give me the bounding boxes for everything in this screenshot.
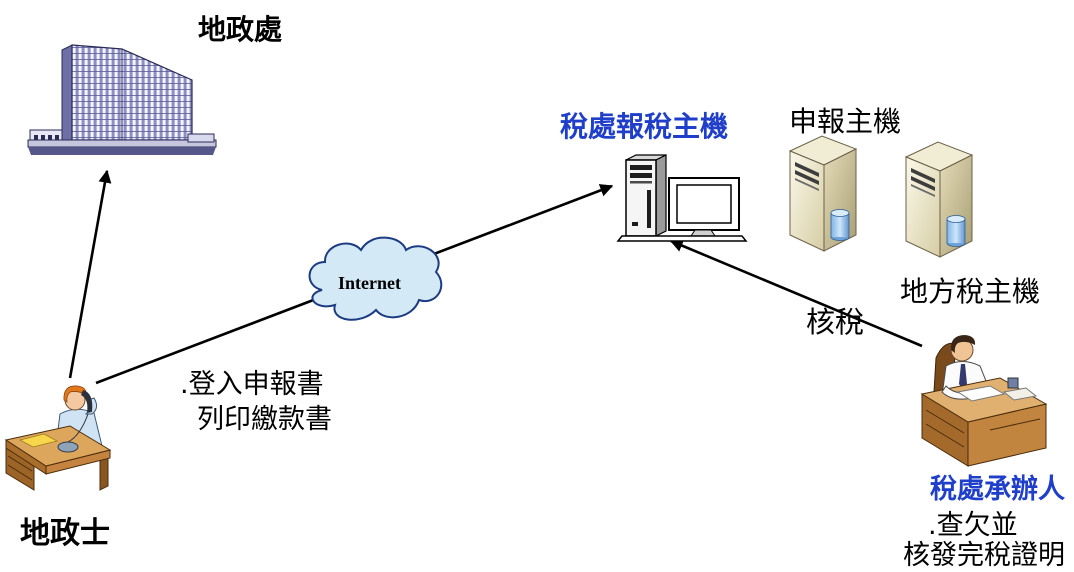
tax-host-label: 稅處報稅主機	[560, 110, 729, 143]
internet-label: Internet	[338, 273, 401, 293]
agent-action-print-label: 列印繳款書	[197, 404, 332, 435]
land-office-label: 地政處	[198, 13, 283, 46]
person-on-phone-icon	[4, 385, 112, 491]
cloud-icon	[308, 236, 443, 321]
agent-action-login-label: .登入申報書	[180, 369, 324, 400]
review-arrow-label: 核稅	[806, 305, 865, 339]
filing-server-label: 申報主機	[789, 105, 902, 138]
officer-action-certificate-label: 核發完稅證明	[903, 540, 1065, 571]
officer-action-check-label: .查欠並	[928, 510, 1018, 541]
filing-server-icon	[789, 135, 857, 252]
desktop-computer-icon	[616, 154, 748, 242]
office-building-icon	[27, 44, 217, 155]
arrow-agent-to-land-office	[68, 169, 112, 379]
clerk-at-desk-icon	[920, 335, 1048, 467]
land-agent-label: 地政士	[20, 516, 110, 551]
arrow-officer-to-tax-host	[669, 239, 923, 348]
local-tax-server-icon	[905, 141, 973, 258]
local-tax-server-label: 地方稅主機	[900, 275, 1041, 308]
tax-officer-label: 稅處承辦人	[930, 474, 1065, 505]
